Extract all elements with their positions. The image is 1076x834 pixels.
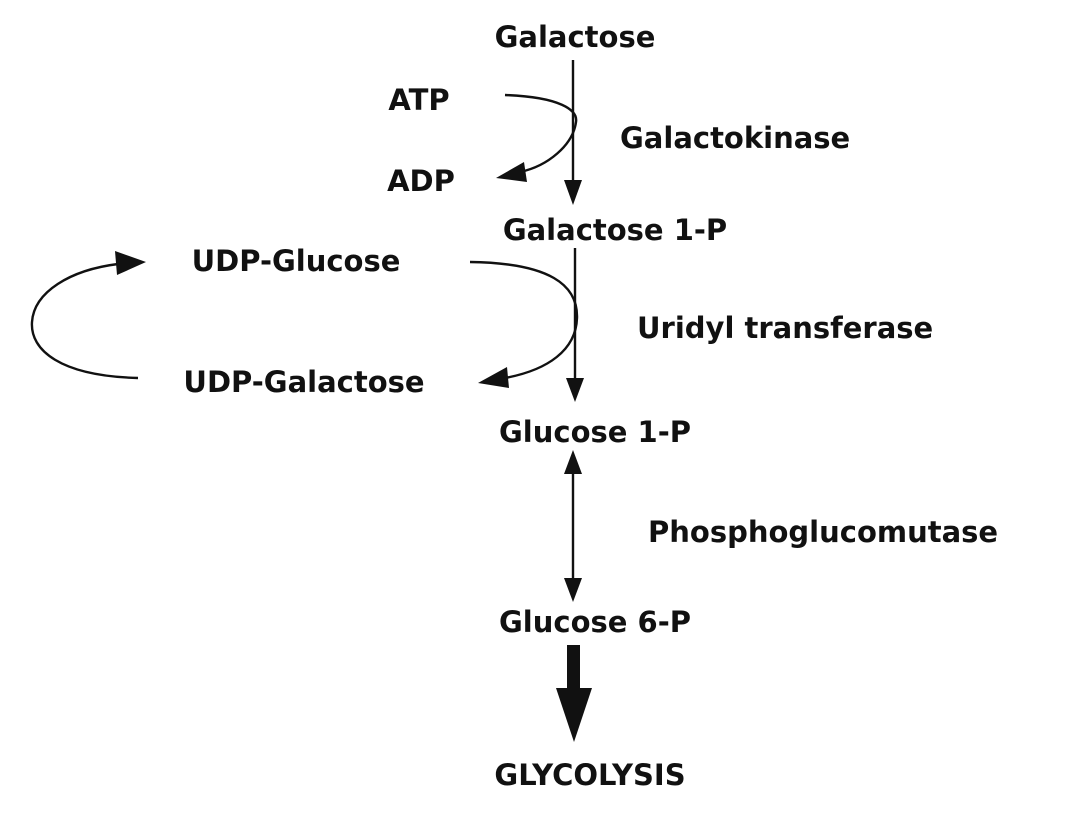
metabolite-glucose-6p: Glucose 6-P [499,605,691,639]
metabolite-udp-galactose: UDP-Galactose [183,365,424,399]
metabolite-adp: ADP [387,164,455,198]
arrow-galactose-1p-to-glucose-1p [566,248,584,402]
arrow-glucose-6p-to-glycolysis [556,645,592,742]
arrow-glucose-1p-glucose-6p-reversible [564,450,582,602]
arrow-galactose-to-galactose-1p [564,60,582,205]
arrow-udp-glucose-to-udp-galactose [469,260,579,388]
enzyme-phosphoglucomutase: Phosphoglucomutase [648,515,998,549]
arrow-atp-to-adp [496,93,578,182]
product-glycolysis: GLYCOLYSIS [494,758,685,792]
arrow-udp-galactose-recycle-to-udp-glucose [30,251,146,380]
metabolite-galactose-1p: Galactose 1-P [503,213,727,247]
enzyme-galactokinase: Galactokinase [620,121,850,155]
enzyme-uridyl-transferase: Uridyl transferase [637,311,933,345]
metabolite-glucose-1p: Glucose 1-P [499,415,691,449]
metabolite-udp-glucose: UDP-Glucose [192,244,401,278]
metabolite-atp: ATP [388,83,449,117]
metabolite-galactose: Galactose [495,20,656,54]
